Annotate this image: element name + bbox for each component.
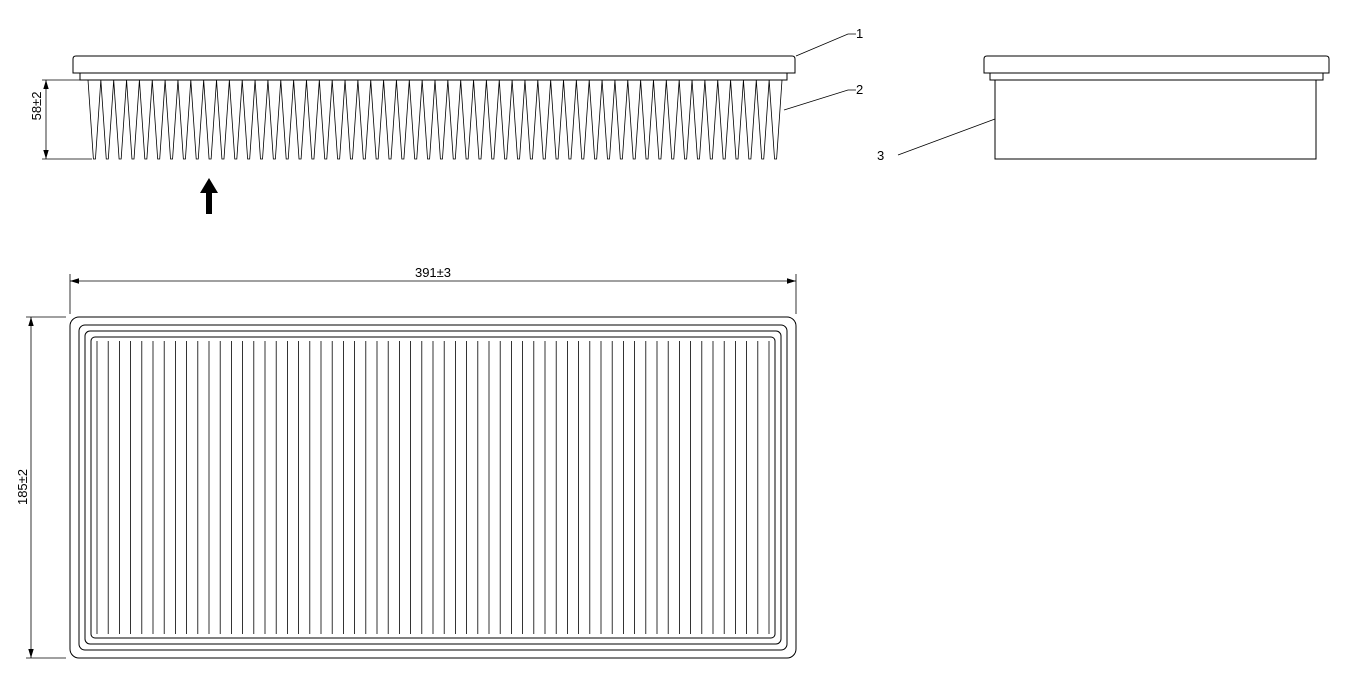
callout-1: 1 (795, 26, 863, 57)
front-gasket (79, 73, 788, 81)
bottom-frame-outer (69, 316, 797, 659)
length-dimension: 391±3 (69, 265, 797, 314)
length-dimension-label: 391±3 (415, 265, 451, 280)
width-dimension: 185±2 (15, 316, 66, 659)
callout-3: 3 (877, 118, 996, 163)
up-arrow-icon (200, 178, 218, 214)
height-dimension: 58±2 (29, 79, 92, 160)
callout-1-label: 1 (856, 26, 863, 41)
side-frame (983, 55, 1330, 74)
callout-2: 2 (783, 82, 863, 111)
front-frame (72, 55, 796, 74)
width-dimension-label: 185±2 (15, 469, 30, 505)
bottom-pleats (96, 341, 770, 634)
pleat-zigzag (87, 79, 783, 160)
bottom-frame-inner (78, 324, 788, 651)
front-pleats (87, 79, 783, 160)
bottom-view (69, 316, 797, 659)
bottom-gasket-outer (84, 330, 782, 645)
callout-3-label: 3 (877, 148, 884, 163)
height-dimension-label: 58±2 (29, 92, 44, 121)
side-view (983, 55, 1330, 160)
front-view (72, 55, 796, 160)
side-media-pack (994, 79, 1317, 160)
callout-2-label: 2 (856, 82, 863, 97)
bottom-gasket-inner (90, 336, 776, 639)
side-gasket (989, 73, 1324, 81)
